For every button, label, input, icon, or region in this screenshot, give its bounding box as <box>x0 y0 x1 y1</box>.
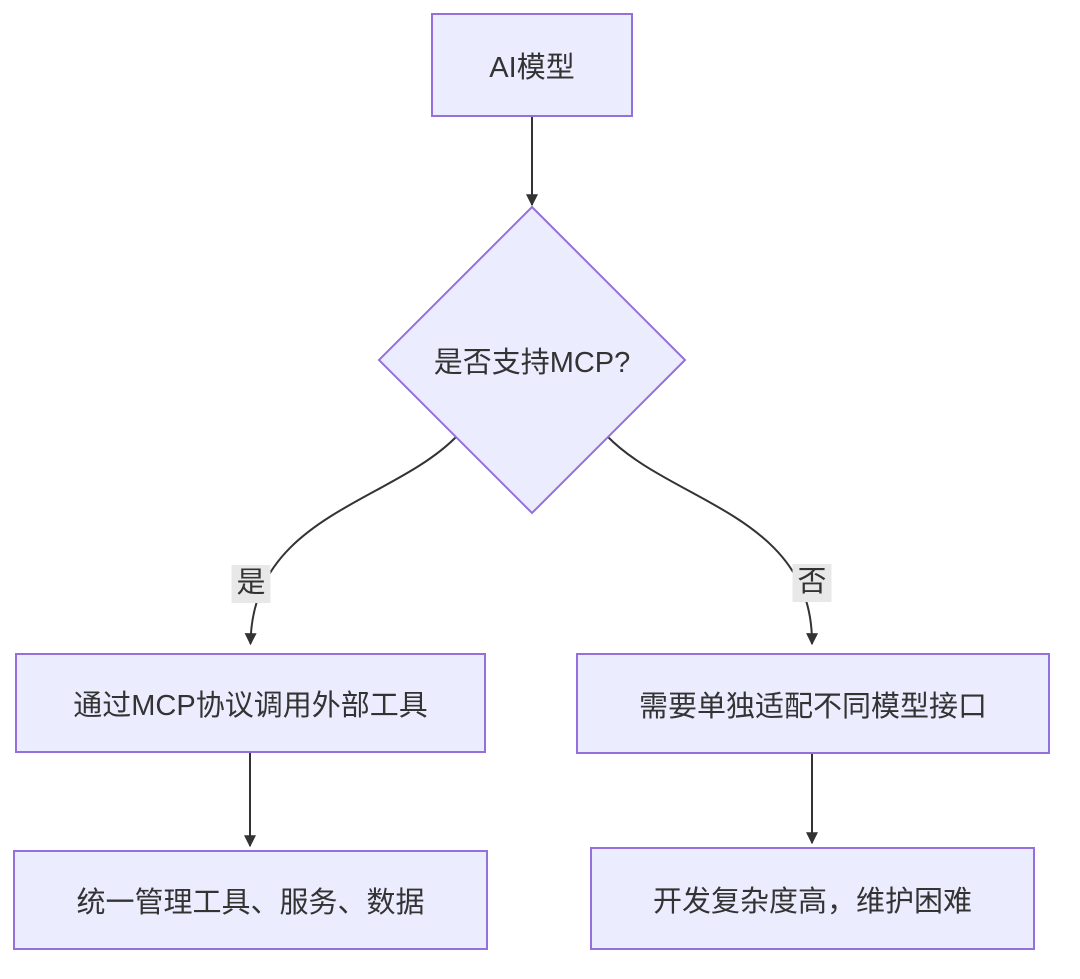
node-no-action: 需要单独适配不同模型接口 <box>576 653 1050 754</box>
node-decision-label: 是否支持MCP? <box>433 347 631 379</box>
edge-label-yes: 是 <box>231 565 271 603</box>
edge-decision-yes <box>244 435 458 646</box>
edge-decision-no <box>606 435 819 646</box>
node-yes-action: 通过MCP协议调用外部工具 <box>15 653 486 753</box>
edge-label-no: 否 <box>792 564 832 602</box>
node-ai-model: AI模型 <box>431 13 633 117</box>
node-no-result: 开发复杂度高，维护困难 <box>590 847 1035 950</box>
node-yes-result: 统一管理工具、服务、数据 <box>13 850 488 950</box>
decision-diamond-shape <box>377 205 687 515</box>
